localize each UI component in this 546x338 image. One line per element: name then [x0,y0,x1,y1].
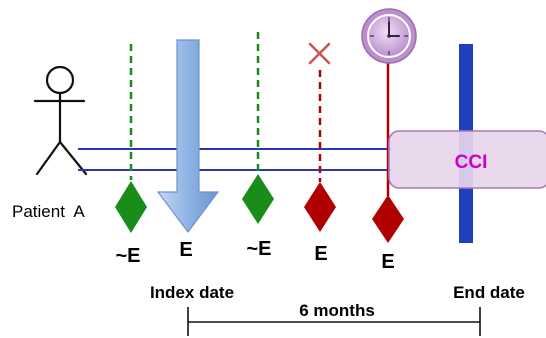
x-mark-icon [308,42,331,65]
excluded-event-marker [304,42,336,232]
index-arrow [156,39,220,233]
timed-event-marker [372,62,404,243]
cci-box [388,130,546,189]
patient-timeline [78,148,392,171]
approx-event-marker [242,32,274,224]
event-label: E [314,243,327,265]
span-label: 6 months [299,301,375,320]
clock-icon [361,8,417,64]
span-bracket [187,307,481,336]
event-label: E [381,251,394,273]
event-label: ~E [115,245,140,267]
stick-figure-icon [33,65,88,176]
event-label: E [179,239,192,261]
cci-label: CCI [455,152,488,173]
approx-event-marker [115,44,147,233]
event-label: ~E [246,238,271,260]
index-date-label: Index date [150,283,234,302]
patient-label: Patient A [12,202,85,221]
end-date-label: End date [453,283,525,302]
